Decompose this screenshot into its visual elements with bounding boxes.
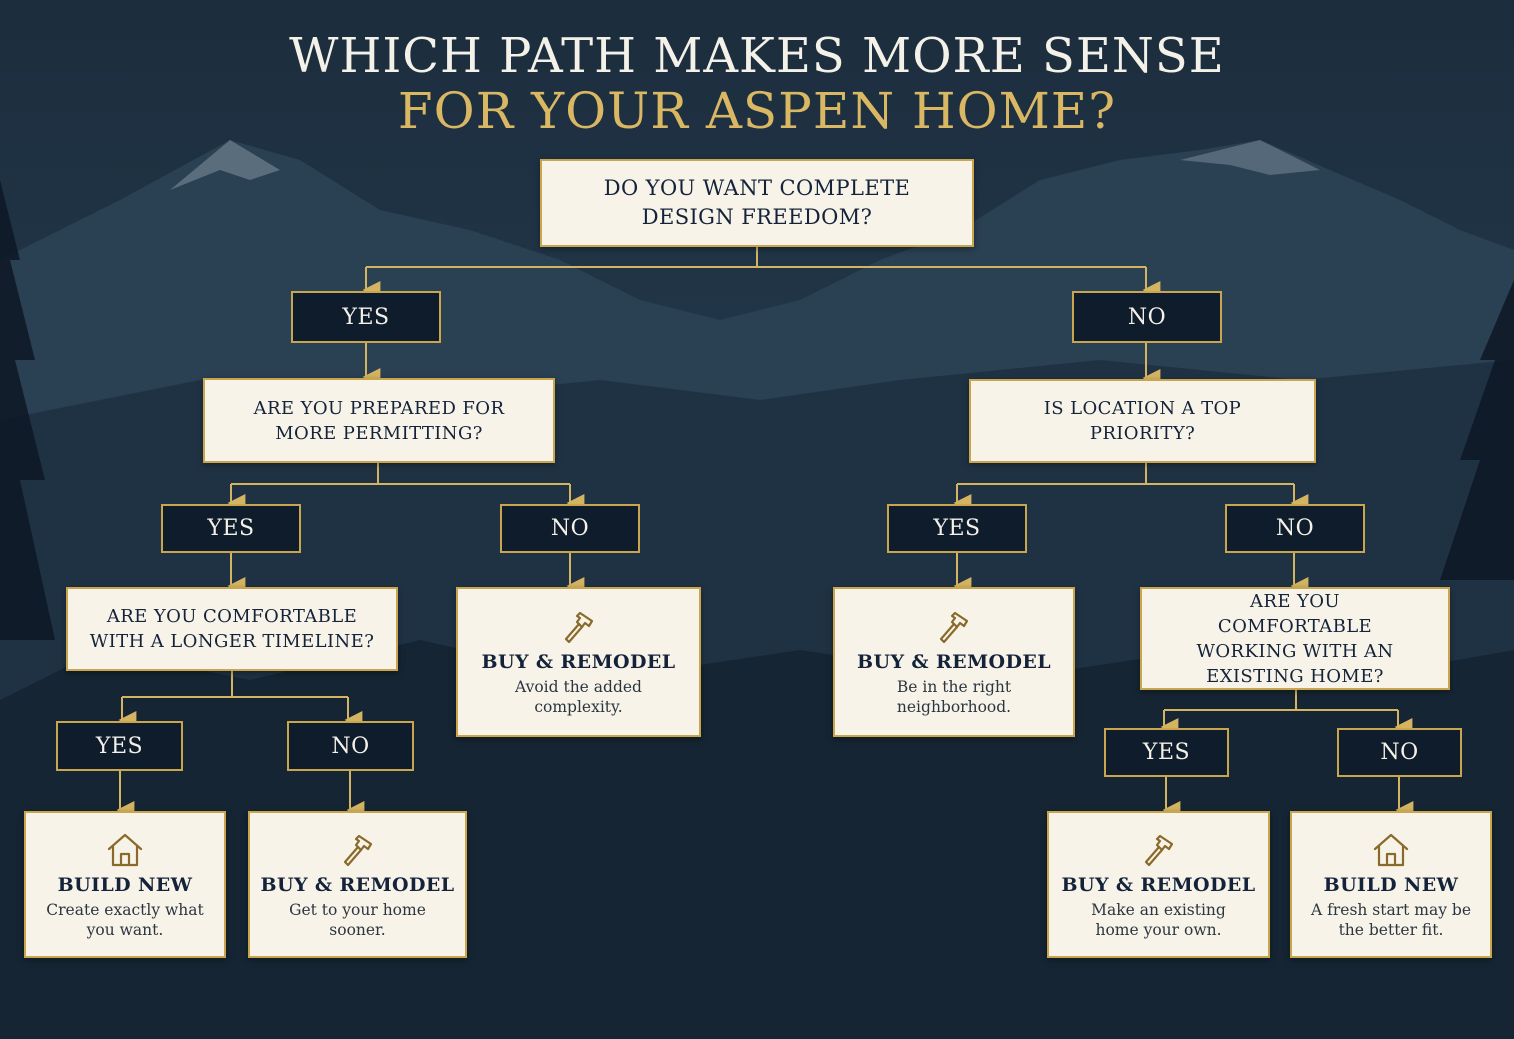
result-home-sooner: BUY & REMODEL Get to your home sooner. [248,811,467,958]
permitting-no-label: NO [500,504,640,553]
timeline-question-box: ARE YOU COMFORTABLE WITH A LONGER TIMELI… [66,587,398,671]
result-desc: A fresh start may be the better fit. [1311,900,1472,939]
hammer-icon [564,611,593,644]
existing-home-yes-label: YES [1104,728,1229,777]
result-desc: Make an existing home your own. [1091,900,1226,939]
permitting-question-text: ARE YOU PREPARED FOR MORE PERMITTING? [253,397,505,444]
result-title: BUY & REMODEL [857,651,1051,673]
house-icon [107,833,143,866]
timeline-question-text: ARE YOU COMFORTABLE WITH A LONGER TIMELI… [89,606,375,652]
result-desc: Get to your home sooner. [289,900,426,939]
permitting-yes-label: YES [161,504,301,553]
result-title: BUILD NEW [57,873,193,896]
hammer-icon [343,834,372,866]
existing-home-question-text: ARE YOU COMFORTABLE WORKING WITH AN EXIS… [1196,590,1394,687]
result-title: BUILD NEW [1323,873,1459,896]
result-title: BUY & REMODEL [481,651,676,673]
result-title: BUY & REMODEL [1061,873,1256,896]
house-icon [1373,833,1409,866]
hammer-icon [1144,834,1173,866]
title-line-1: WHICH PATH MAKES MORE SENSE [289,28,1225,84]
result-create-exactly: BUILD NEW Create exactly what you want. [24,811,226,958]
result-desc: Avoid the added complexity. [515,678,642,716]
root-question-text: DO YOU WANT COMPLETE DESIGN FREEDOM? [603,176,911,229]
permitting-question-box: ARE YOU PREPARED FOR MORE PERMITTING? [203,378,555,463]
timeline-yes-label: YES [56,721,183,771]
location-yes-label: YES [887,504,1027,553]
root-no-label: NO [1072,291,1222,343]
location-question-box: IS LOCATION A TOP PRIORITY? [969,379,1316,463]
hammer-icon [939,611,969,644]
existing-home-no-label: NO [1337,728,1462,777]
result-fresh-start: BUILD NEW A fresh start may be the bette… [1290,811,1492,958]
result-avoid-complexity: BUY & REMODEL Avoid the added complexity… [456,587,701,737]
result-title: BUY & REMODEL [260,873,455,896]
root-question-box: DO YOU WANT COMPLETE DESIGN FREEDOM? [540,159,974,247]
result-right-neighborhood: BUY & REMODEL Be in the right neighborho… [833,587,1075,737]
title-line-2: FOR YOUR ASPEN HOME? [397,82,1117,140]
root-yes-label: YES [291,291,441,343]
result-desc: Create exactly what you want. [46,900,204,939]
existing-home-question-box: ARE YOU COMFORTABLE WORKING WITH AN EXIS… [1140,587,1450,690]
location-question-text: IS LOCATION A TOP PRIORITY? [1043,398,1242,444]
result-existing-home-own: BUY & REMODEL Make an existing home your… [1047,811,1270,958]
location-no-label: NO [1225,504,1365,553]
result-desc: Be in the right neighborhood. [896,678,1012,716]
timeline-no-label: NO [287,721,414,771]
